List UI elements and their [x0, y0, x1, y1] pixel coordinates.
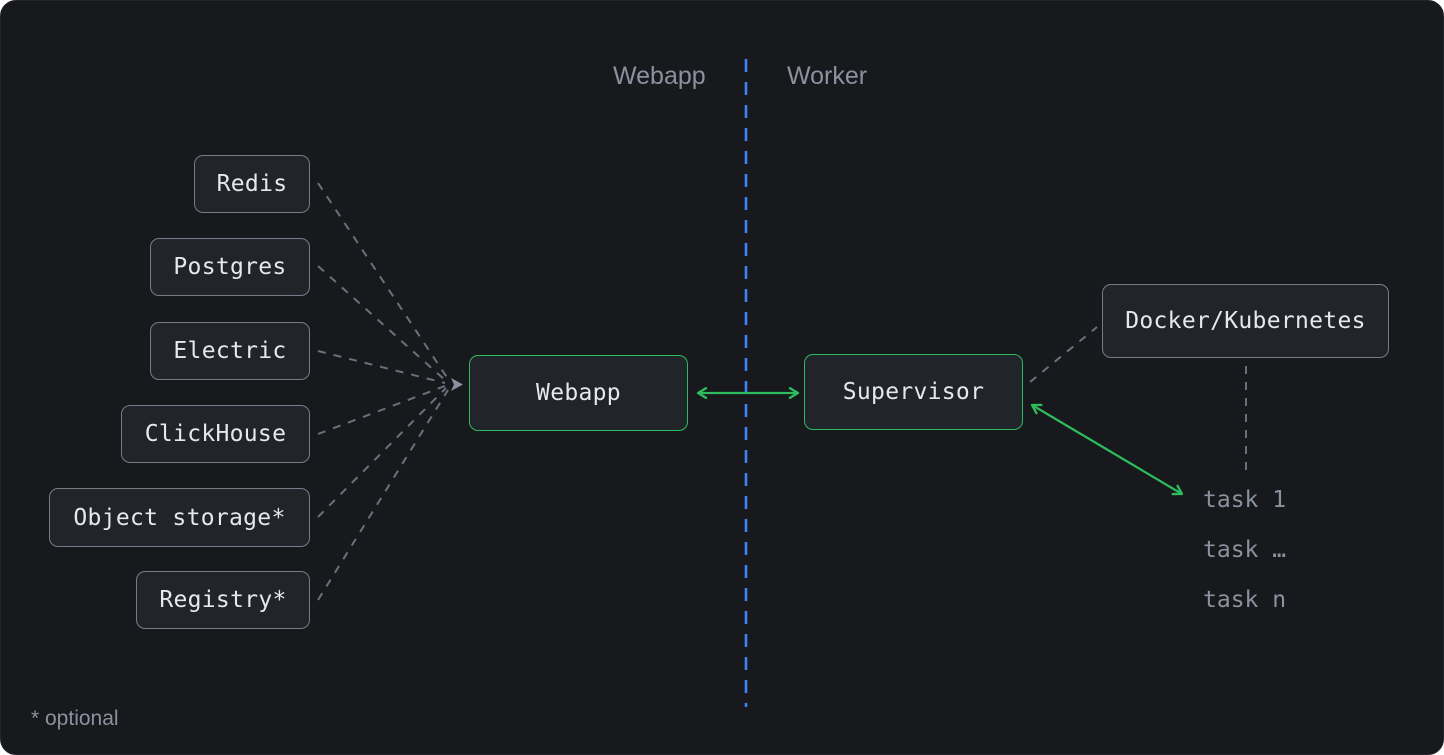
supervisor-node-label: Supervisor	[842, 379, 985, 405]
supervisor-node: Supervisor	[804, 354, 1023, 430]
service-box-redis: Redis	[194, 155, 310, 213]
fan-arrowhead	[451, 378, 463, 391]
service-box-registry: Registry*	[136, 571, 310, 629]
supervisor-tasks-arrow	[1030, 403, 1184, 496]
service-box-electric: Electric	[150, 322, 310, 380]
webapp-node-label: Webapp	[536, 380, 621, 406]
connector-objectstorage-webapp	[317, 387, 447, 518]
connector-postgres-webapp	[317, 265, 447, 382]
optional-footnote: * optional	[31, 707, 119, 730]
runtime-node-label: Docker/Kubernetes	[1125, 308, 1366, 334]
service-label: Object storage*	[73, 504, 286, 531]
service-box-object-storage: Object storage*	[49, 488, 310, 547]
lane-label-webapp: Webapp	[613, 62, 706, 90]
task-item-1: task 1	[1203, 487, 1287, 513]
service-label: ClickHouse	[144, 421, 287, 447]
service-label: Registry*	[159, 587, 287, 613]
connector-redis-webapp	[317, 182, 449, 380]
runtime-node: Docker/Kubernetes	[1102, 284, 1389, 358]
webapp-node: Webapp	[469, 355, 688, 431]
service-label: Redis	[216, 171, 288, 197]
task-item-n: task n	[1203, 587, 1287, 613]
lane-label-worker: Worker	[787, 62, 868, 90]
connector-clickhouse-webapp	[317, 385, 446, 435]
service-box-clickhouse: ClickHouse	[121, 405, 310, 463]
service-label: Postgres	[173, 254, 287, 280]
task-item-ellipsis: task …	[1203, 537, 1287, 563]
connector-registry-webapp	[317, 389, 449, 601]
service-label: Electric	[173, 338, 287, 364]
connector-supervisor-runtime	[1029, 326, 1098, 383]
service-box-postgres: Postgres	[150, 238, 310, 296]
connector-electric-webapp	[317, 350, 446, 384]
